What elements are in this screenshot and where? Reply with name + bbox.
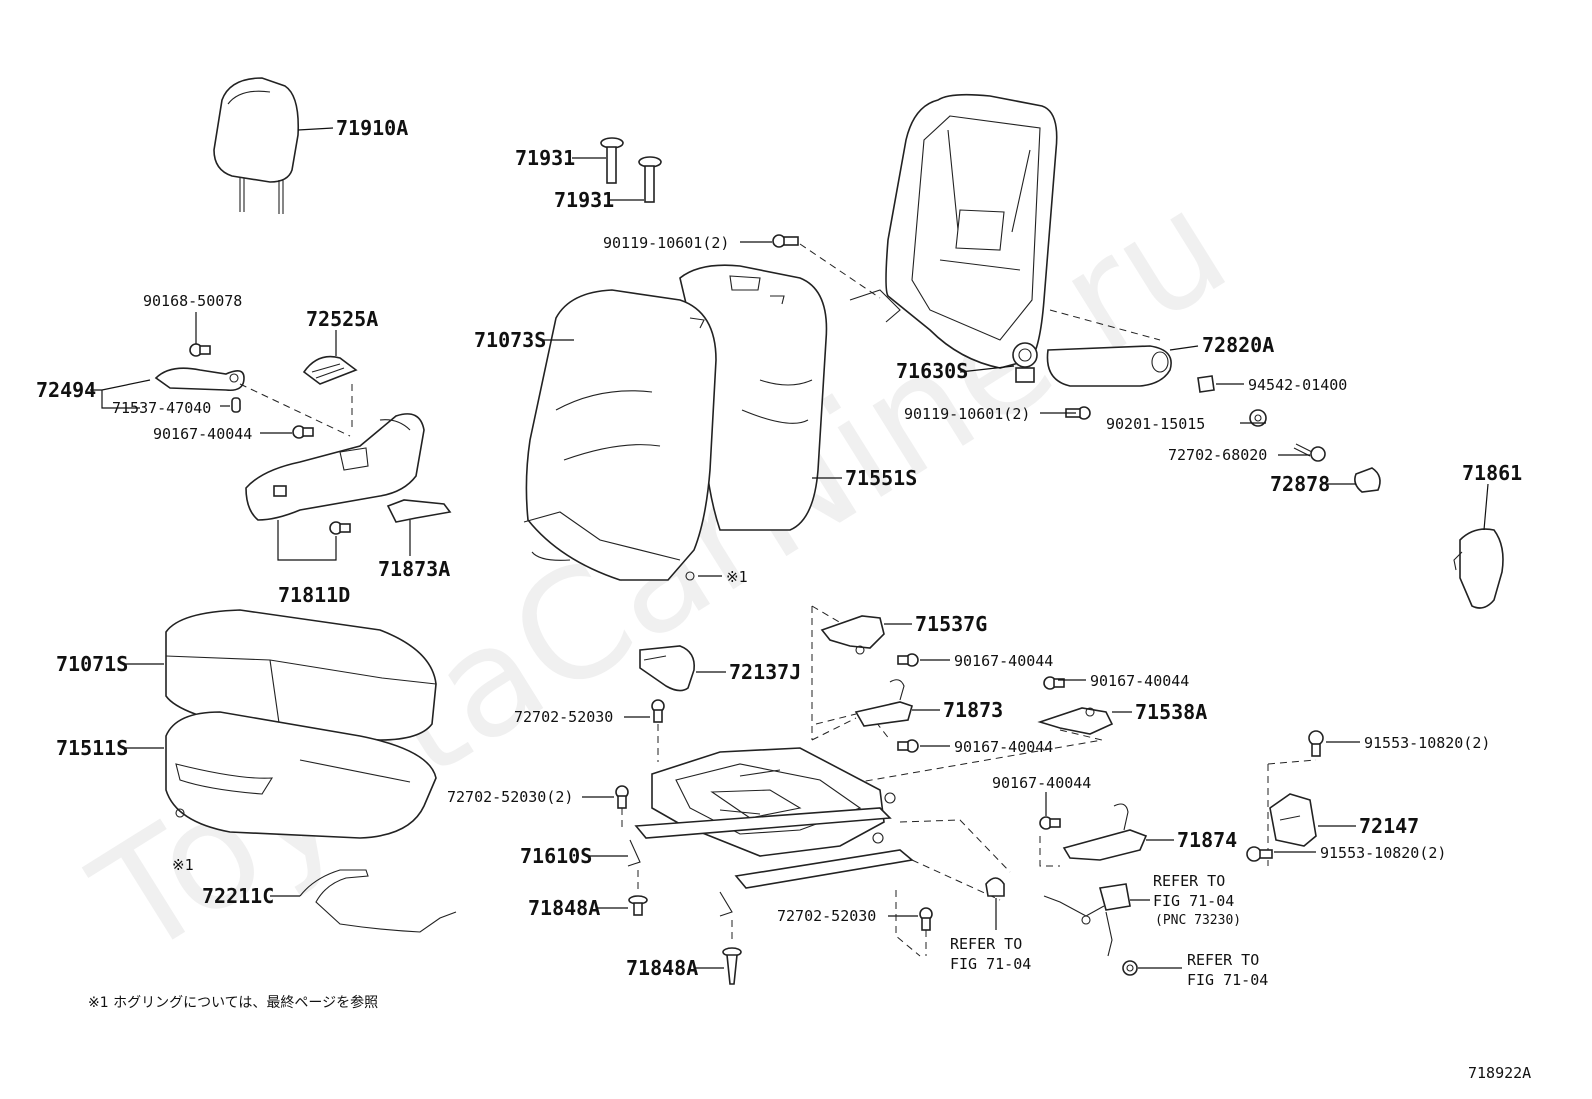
seat-cushion-pad-part xyxy=(165,711,437,839)
label-refer1-c: (PNC 73230) xyxy=(1155,913,1241,928)
label-71511S: 71511S xyxy=(56,736,128,760)
handle-72525A-part xyxy=(302,355,358,385)
label-72525A: 72525A xyxy=(306,307,378,331)
bolt-91553-a-part xyxy=(1308,730,1324,757)
bolt-90167-d-part xyxy=(1043,676,1065,690)
label-71073S: 71073S xyxy=(474,328,546,352)
label-90168-50078: 90168-50078 xyxy=(143,292,242,310)
grommet-part xyxy=(985,877,1005,897)
label-72702-68020: 72702-68020 xyxy=(1168,446,1267,464)
bracket-71874-part xyxy=(1062,803,1148,861)
label-71848A-b: 71848A xyxy=(626,956,698,980)
seat-frame-part xyxy=(627,747,914,917)
label-71537-47040: 71537-47040 xyxy=(112,399,211,417)
label-71537G: 71537G xyxy=(915,612,987,636)
lever-72494-part xyxy=(154,367,245,413)
label-90201-15015: 90201-15015 xyxy=(1106,415,1205,433)
label-91553-10820-a: 91553-10820(2) xyxy=(1364,734,1490,752)
bolt-90167-e-part xyxy=(1039,816,1061,830)
label-refer2-b: FIG 71-04 xyxy=(950,955,1031,973)
label-72702-52030-a: 72702-52030 xyxy=(514,708,613,726)
label-94542-01400: 94542-01400 xyxy=(1248,376,1347,394)
label-refer1-a: REFER TO xyxy=(1153,872,1225,890)
label-refer3-a: REFER TO xyxy=(1187,951,1259,969)
clip-71811D-part xyxy=(329,521,351,535)
label-71551S: 71551S xyxy=(845,466,917,490)
bolt-72702-52030-b-part xyxy=(615,785,629,809)
label-91553-10820-b: 91553-10820(2) xyxy=(1320,844,1446,862)
nut-94542-part xyxy=(1197,375,1215,393)
label-72702-52030-c: 72702-52030 xyxy=(777,907,876,925)
label-refer3-b: FIG 71-04 xyxy=(1187,971,1268,989)
label-90119-b: 90119-10601(2) xyxy=(904,405,1030,423)
bolt-72702-52030-a-part xyxy=(651,699,665,723)
cover-71861-part xyxy=(1453,528,1504,609)
label-72878: 72878 xyxy=(1270,472,1330,496)
label-mark1: ※1 xyxy=(726,568,748,586)
bolt-90168-part xyxy=(189,343,211,357)
footnote-text: ※1 ホグリングについては、最終ページを参照 xyxy=(88,994,378,1011)
diagram-code: 718922A xyxy=(1468,1064,1531,1082)
pin-71848A-b-part xyxy=(722,947,742,985)
armrest-part xyxy=(1046,345,1172,387)
label-90167-40044-a: 90167-40044 xyxy=(153,425,252,443)
wire-72211C-part xyxy=(299,869,457,933)
label-72820A: 72820A xyxy=(1202,333,1274,357)
label-refer2-a: REFER TO xyxy=(950,935,1022,953)
label-71811D: 71811D xyxy=(278,583,350,607)
bracket-71537G-part xyxy=(820,615,885,655)
label-71848A-a: 71848A xyxy=(528,896,600,920)
label-71873A: 71873A xyxy=(378,557,450,581)
cap-72878-part xyxy=(1354,467,1381,493)
bolt-91553-b-part xyxy=(1246,846,1273,862)
washer-90201-part xyxy=(1249,409,1267,427)
label-71861: 71861 xyxy=(1462,461,1522,485)
bracket-71538A-part xyxy=(1037,707,1114,735)
label-90167-40044-e: 90167-40044 xyxy=(992,774,1091,792)
label-71931-b: 71931 xyxy=(554,188,614,212)
label-71630S: 71630S xyxy=(896,359,968,383)
pin-71848A-a-part xyxy=(628,895,648,916)
label-72137J: 72137J xyxy=(729,660,801,684)
label-72494: 72494 xyxy=(36,378,96,402)
bracket-71873A-part xyxy=(386,499,452,523)
bracket-72147-part xyxy=(1269,793,1317,847)
label-72211C: 72211C xyxy=(202,884,274,908)
label-90167-40044-d: 90167-40044 xyxy=(1090,672,1189,690)
label-71071S: 71071S xyxy=(56,652,128,676)
bolt-72702-68020-part xyxy=(1293,443,1326,462)
bracket-71873-part xyxy=(854,679,913,727)
cover-72137J-part xyxy=(639,645,696,692)
label-71931-a: 71931 xyxy=(515,146,575,170)
label-72147: 72147 xyxy=(1359,814,1419,838)
label-refer1-b: FIG 71-04 xyxy=(1153,892,1234,910)
buckle-part xyxy=(1043,883,1131,957)
clip-71931-part xyxy=(600,137,662,203)
seatback-cover-part xyxy=(523,289,717,581)
bolt-72702-52030-c-part xyxy=(919,907,933,931)
hog-ring-icon xyxy=(685,571,695,581)
label-71910A: 71910A xyxy=(336,116,408,140)
label-71874: 71874 xyxy=(1177,828,1237,852)
bolt-90167-b-part xyxy=(897,653,919,667)
hog-ring-icon xyxy=(175,808,185,818)
side-shield-71811D-part xyxy=(245,413,425,521)
bolt-90167-a-part xyxy=(292,425,314,439)
headrest-part xyxy=(213,77,300,214)
label-mark1b: ※1 xyxy=(172,856,194,874)
label-71538A: 71538A xyxy=(1135,700,1207,724)
nut-refer-part xyxy=(1122,960,1138,976)
bolt-90167-c-part xyxy=(897,739,919,753)
label-90167-40044-c: 90167-40044 xyxy=(954,738,1053,756)
label-90167-40044-b: 90167-40044 xyxy=(954,652,1053,670)
label-71610S: 71610S xyxy=(520,844,592,868)
label-71873: 71873 xyxy=(943,698,1003,722)
label-90119-a: 90119-10601(2) xyxy=(603,234,729,252)
label-72702-52030-b: 72702-52030(2) xyxy=(447,788,573,806)
bolt-90119-part xyxy=(772,234,799,248)
